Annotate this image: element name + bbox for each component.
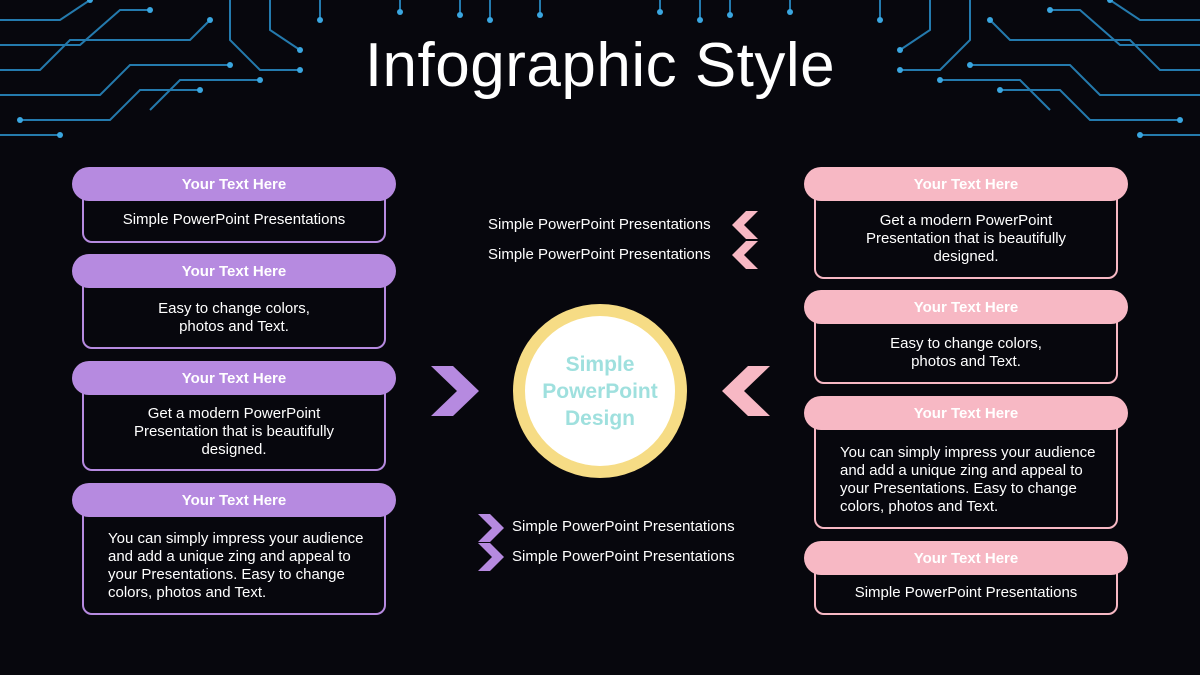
- chevron-left-icon: [722, 366, 770, 416]
- right-card-1-header: Your Text Here: [804, 167, 1128, 201]
- left-card-4: You can simply impress your audience and…: [72, 483, 396, 615]
- right-card-2: Easy to change colors, photos and Text. …: [804, 290, 1128, 384]
- right-card-3-header: Your Text Here: [804, 396, 1128, 430]
- right-card-2-header: Your Text Here: [804, 290, 1128, 324]
- left-card-3-body: Get a modern PowerPoint Presentation tha…: [82, 383, 386, 471]
- page-title: Infographic Style: [364, 31, 836, 100]
- left-card-4-body: You can simply impress your audience and…: [82, 505, 386, 615]
- right-card-4: Simple PowerPoint Presentations Your Tex…: [804, 541, 1128, 615]
- chevron-right-icon: [431, 366, 479, 416]
- right-card-1-body: Get a modern PowerPoint Presentation tha…: [814, 189, 1118, 279]
- left-card-1: Simple PowerPoint Presentations Your Tex…: [72, 167, 396, 243]
- left-card-2: Easy to change colors, photos and Text. …: [72, 254, 396, 349]
- left-card-3-header: Your Text Here: [72, 361, 396, 395]
- center-line-2: PowerPoint: [542, 379, 658, 403]
- right-card-4-header: Your Text Here: [804, 541, 1128, 575]
- right-card-1: Get a modern PowerPoint Presentation tha…: [804, 167, 1128, 279]
- left-card-2-header: Your Text Here: [72, 254, 396, 288]
- left-card-3: Get a modern PowerPoint Presentation tha…: [72, 361, 396, 471]
- chevron-right-icon: [478, 514, 504, 542]
- chevron-left-icon: [732, 241, 758, 269]
- bottom-bullet-2-text: Simple PowerPoint Presentations: [512, 548, 735, 565]
- left-card-1-header: Your Text Here: [72, 167, 396, 201]
- center-line-1: Simple: [565, 352, 635, 376]
- right-card-3-body: You can simply impress your audience and…: [814, 418, 1118, 529]
- center-circle: Simple PowerPoint Design: [513, 304, 687, 478]
- chevron-right-icon: [478, 543, 504, 571]
- top-bullet-2-text: Simple PowerPoint Presentations: [488, 246, 711, 263]
- top-bullet-1-text: Simple PowerPoint Presentations: [488, 216, 711, 233]
- bottom-bullet-1-text: Simple PowerPoint Presentations: [512, 518, 735, 535]
- center-label: Simple PowerPoint Design: [525, 316, 675, 466]
- chevron-left-icon: [732, 211, 758, 239]
- circuit-decoration: [0, 0, 1200, 138]
- center-line-3: Design: [564, 406, 635, 430]
- left-card-4-header: Your Text Here: [72, 483, 396, 517]
- right-card-3: You can simply impress your audience and…: [804, 396, 1128, 529]
